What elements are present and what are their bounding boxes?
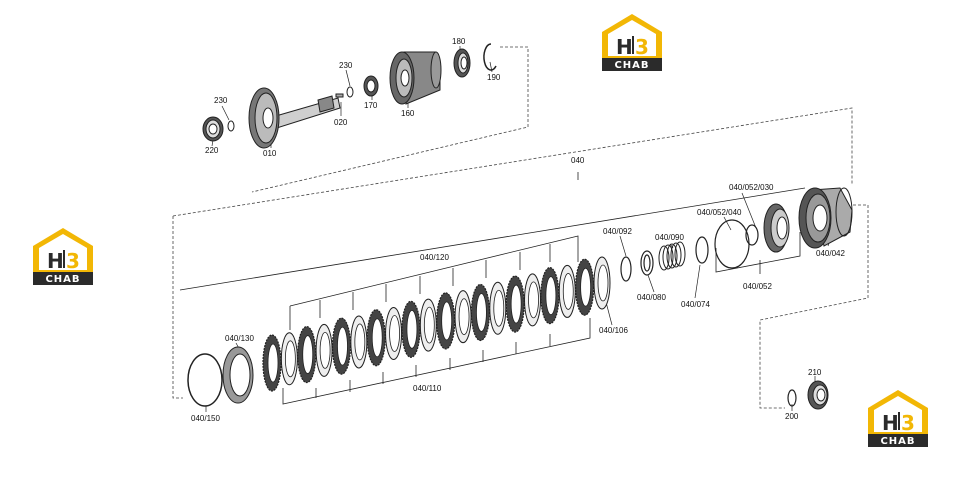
dashed-assembly-lines	[172, 46, 869, 409]
label-040-080: 040/080	[637, 293, 666, 302]
washer-230a	[227, 120, 235, 132]
plate-bore	[545, 276, 557, 316]
label-040-106: 040/106	[599, 326, 628, 335]
label-230a: 230	[214, 96, 228, 105]
label-040-120: 040/120	[420, 253, 449, 262]
label-200: 200	[785, 412, 799, 421]
ring-200	[787, 389, 797, 407]
plate-bore	[319, 331, 331, 369]
label-040-130: 040/130	[225, 334, 254, 343]
pin-020	[335, 93, 344, 98]
plate-bore	[284, 340, 296, 378]
label-220: 220	[205, 146, 219, 155]
plate-bore	[337, 326, 348, 366]
end-plate-040-130	[222, 346, 254, 404]
label-170: 170	[364, 101, 378, 110]
logo-top: H 3 CHAB	[602, 14, 662, 71]
logo-caption: CHAB	[880, 436, 915, 447]
bearing-170	[363, 75, 379, 97]
seal-040-052-040	[714, 219, 750, 269]
seal-040-052-030	[745, 224, 759, 246]
label-010: 010	[263, 149, 277, 158]
plate-bore	[371, 318, 383, 358]
label-160: 160	[401, 109, 415, 118]
logo-caption: CHAB	[614, 60, 649, 71]
label-040-150: 040/150	[191, 414, 220, 423]
label-190: 190	[487, 73, 501, 82]
logo-letter-h: H	[616, 35, 633, 59]
plate-bore	[458, 298, 470, 336]
snap-ring-040-150	[187, 353, 223, 407]
label-020: 020	[334, 118, 348, 127]
plate-bore	[354, 323, 366, 361]
label-230b: 230	[339, 61, 353, 70]
bearing-180	[453, 48, 471, 78]
bearing-220	[202, 116, 224, 142]
plate-bore	[562, 273, 574, 310]
spring-040-090	[658, 241, 686, 271]
plate-bore	[597, 264, 609, 302]
logo-letter-3: 3	[901, 411, 915, 435]
plate-bore	[528, 281, 539, 319]
label-040-074: 040/074	[681, 300, 710, 309]
label-040-092: 040/092	[603, 227, 632, 236]
plate-bore	[580, 267, 592, 307]
plate-bore	[302, 335, 314, 374]
logo-left: H 3 CHAB	[33, 228, 93, 285]
logo-bottom: H 3 CHAB	[868, 390, 928, 447]
logo-letter-h: H	[882, 411, 899, 435]
clutch-drum-040-042	[798, 187, 853, 249]
gear-160	[389, 51, 442, 105]
ring-040-092	[620, 256, 632, 282]
label-180: 180	[452, 37, 466, 46]
piston-040-052	[763, 203, 790, 253]
label-040: 040	[571, 156, 585, 165]
plate-bore	[406, 309, 418, 349]
plate-bore	[510, 284, 522, 324]
clutch-plate-stack	[262, 256, 611, 392]
plate-bore	[389, 315, 400, 352]
label-040-052: 040/052	[743, 282, 772, 291]
bearing-210	[807, 380, 829, 410]
gear-shaft-010	[248, 87, 341, 149]
label-040-090: 040/090	[655, 233, 684, 242]
washer-230b	[346, 86, 354, 98]
logo-letter-3: 3	[66, 249, 80, 273]
label-040-042: 040/042	[816, 249, 845, 258]
snap-ring-190	[483, 43, 497, 71]
plate-bore	[476, 293, 487, 332]
logo-caption: CHAB	[45, 274, 80, 285]
plate-bore	[493, 289, 505, 327]
label-040-052-040: 040/052/040	[697, 208, 742, 217]
logo-letter-h: H	[47, 249, 64, 273]
logo-letter-3: 3	[635, 35, 649, 59]
ring-040-080	[640, 250, 654, 276]
label-040-110: 040/110	[413, 384, 442, 393]
label-040-052-030: 040/052/030	[729, 183, 774, 192]
ring-040-074	[695, 236, 709, 264]
plate-bore	[423, 306, 435, 344]
plate-bore	[267, 343, 279, 383]
plate-bore	[441, 301, 453, 341]
bracket-lines	[179, 172, 806, 405]
label-210: 210	[808, 368, 822, 377]
part-labels: 230 230 220 010 020 170 160 180 190 040 …	[191, 37, 845, 423]
